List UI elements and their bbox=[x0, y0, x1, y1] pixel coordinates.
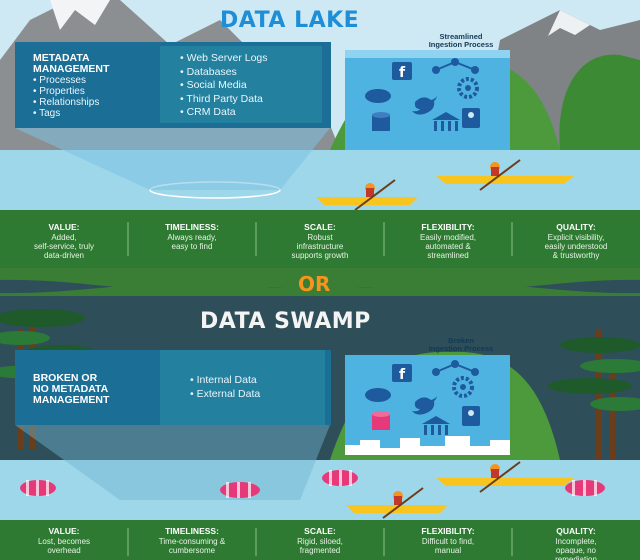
attr-label: VALUE: bbox=[48, 526, 80, 536]
gear-icon bbox=[457, 77, 479, 99]
id-card-icon bbox=[462, 406, 480, 426]
attr-desc: Incomplete, opaque, no remediation bbox=[555, 537, 597, 560]
floating-barrel bbox=[565, 480, 605, 496]
swamp-attr-flexibility: FLEXIBILITY: Difficult to find, manual bbox=[389, 526, 507, 555]
bank-icon bbox=[432, 112, 460, 131]
canoe bbox=[436, 159, 574, 191]
attr-label: VALUE: bbox=[48, 222, 80, 232]
mountain-snowcap bbox=[548, 10, 590, 36]
attr-desc: Robust infrastructure supports growth bbox=[291, 233, 349, 260]
svg-text:f: f bbox=[399, 65, 406, 81]
database-icon bbox=[372, 112, 390, 131]
gear-icon bbox=[452, 376, 474, 398]
database-icon bbox=[372, 411, 390, 430]
swamp-water bbox=[0, 460, 640, 520]
attr-label: FLEXIBILITY: bbox=[421, 222, 475, 232]
metadata-item: Properties bbox=[33, 86, 99, 97]
lake-attr-scale: SCALE: Robust infrastructure supports gr… bbox=[261, 222, 379, 260]
floating-barrel bbox=[322, 470, 358, 486]
attr-label: QUALITY: bbox=[556, 222, 596, 232]
or-divider: OR bbox=[298, 272, 331, 296]
source-item: Databases bbox=[180, 66, 268, 80]
facebook-icon: f bbox=[392, 62, 412, 81]
id-card-icon bbox=[462, 108, 480, 128]
network-icon bbox=[432, 360, 479, 376]
source-item: Internal Data bbox=[190, 374, 260, 388]
attr-desc: Explicit visibility, easily understood &… bbox=[544, 233, 608, 260]
attr-desc: Added, self-service, truly data-driven bbox=[33, 233, 94, 260]
attr-label: TIMELINESS: bbox=[165, 222, 219, 232]
lake-ingestion-label: Streamlined Ingestion Process bbox=[428, 32, 494, 49]
source-item: CRM Data bbox=[180, 106, 268, 120]
swamp-metadata-heading: BROKEN OR NO METADATA MANAGEMENT bbox=[33, 372, 110, 406]
lake-attribute-band bbox=[0, 210, 640, 268]
source-item: Third Party Data bbox=[180, 93, 268, 107]
bank-icon bbox=[422, 416, 450, 435]
attr-desc: Easily modified, automated & streamlined bbox=[419, 233, 477, 260]
lake-attr-flexibility: FLEXIBILITY: Easily modified, automated … bbox=[389, 222, 507, 260]
metadata-beam bbox=[15, 128, 330, 190]
svg-text:f: f bbox=[399, 367, 406, 383]
swamp-ingestion-label: Broken Ingestion Process bbox=[428, 336, 494, 353]
salesforce-icon bbox=[365, 89, 391, 103]
attr-desc: Lost, becomes overhead bbox=[37, 537, 91, 555]
lake-source-list: Web Server Logs Databases Social Media T… bbox=[180, 52, 268, 120]
hill bbox=[559, 54, 640, 150]
swamp-attribute-band bbox=[0, 520, 640, 560]
attr-label: SCALE: bbox=[304, 526, 336, 536]
lake-metadata-heading: METADATA MANAGEMENT bbox=[33, 52, 110, 75]
attr-desc: Time-consuming & cumbersome bbox=[158, 537, 226, 555]
lake-attr-quality: QUALITY: Explicit visibility, easily und… bbox=[517, 222, 635, 260]
lake-metadata-list: Processes Properties Relationships Tags bbox=[33, 75, 99, 119]
metadata-item: Tags bbox=[33, 108, 99, 119]
canoe bbox=[346, 487, 448, 519]
swamp-attr-scale: SCALE: Rigid, siloed, fragmented bbox=[261, 526, 379, 555]
source-item: Social Media bbox=[180, 79, 268, 93]
facebook-icon: f bbox=[392, 364, 412, 383]
metadata-item: Processes bbox=[33, 75, 99, 86]
source-item: Web Server Logs bbox=[180, 52, 268, 66]
floating-barrel bbox=[220, 482, 260, 498]
attr-label: TIMELINESS: bbox=[165, 526, 219, 536]
swamp-attr-quality: QUALITY: Incomplete, opaque, no remediat… bbox=[517, 526, 635, 560]
attr-desc: Rigid, siloed, fragmented bbox=[297, 537, 343, 555]
attr-label: QUALITY: bbox=[556, 526, 596, 536]
attr-desc: Always ready, easy to find bbox=[167, 233, 217, 251]
salesforce-icon bbox=[365, 388, 391, 402]
canoe bbox=[436, 461, 574, 493]
swamp-attr-timeliness: TIMELINESS: Time-consuming & cumbersome bbox=[133, 526, 251, 555]
lake-attr-value: VALUE: Added, self-service, truly data-d… bbox=[5, 222, 123, 260]
lake-attr-timeliness: TIMELINESS: Always ready, easy to find bbox=[133, 222, 251, 251]
twitter-icon bbox=[412, 396, 437, 415]
swamp-source-list: Internal Data External Data bbox=[190, 374, 261, 402]
attr-label: SCALE: bbox=[304, 222, 336, 232]
twitter-icon bbox=[412, 96, 437, 115]
metadata-beam bbox=[15, 425, 330, 500]
swamp-tree bbox=[548, 330, 640, 470]
metadata-item: Relationships bbox=[33, 97, 99, 108]
canoe bbox=[316, 179, 418, 211]
swamp-attr-value: VALUE: Lost, becomes overhead bbox=[5, 526, 123, 555]
network-icon bbox=[432, 58, 479, 74]
source-item: External Data bbox=[190, 388, 261, 402]
attr-label: FLEXIBILITY: bbox=[421, 526, 475, 536]
swamp-title: DATA SWAMP bbox=[200, 309, 371, 334]
lake-title: DATA LAKE bbox=[220, 8, 360, 33]
mountain-snowcap bbox=[50, 0, 110, 30]
attr-desc: Difficult to find, manual bbox=[421, 537, 475, 555]
floating-barrel bbox=[20, 480, 56, 496]
